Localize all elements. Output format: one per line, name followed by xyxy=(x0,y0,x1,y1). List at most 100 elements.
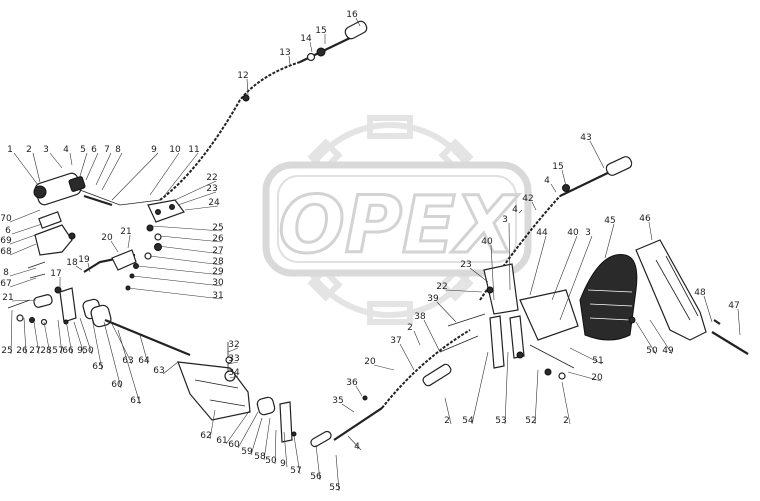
callout-b64: 64 xyxy=(138,334,150,366)
lower-cable-assembly xyxy=(333,313,486,441)
callout-number: 16 xyxy=(346,10,358,20)
callout-leader-line xyxy=(263,417,271,461)
callout-l21: 21 xyxy=(2,293,37,303)
callout-r4b: 4 xyxy=(544,176,557,193)
callout-number: 42 xyxy=(522,194,533,204)
callout-number: 3 xyxy=(43,145,49,155)
callout-leader-line xyxy=(57,319,63,355)
callout-m58: 58 xyxy=(254,417,271,462)
callout-m9: 9 xyxy=(280,431,288,469)
callout-leader-line xyxy=(73,321,85,355)
callout-number: 65 xyxy=(92,362,103,372)
callout-b60: 60 xyxy=(103,321,123,390)
callout-l67: 67 xyxy=(0,277,37,289)
callout-b9: 9 xyxy=(73,321,85,356)
callout-leader-line xyxy=(33,321,40,355)
callout-leader-line xyxy=(445,289,483,293)
callout-leader-line xyxy=(227,347,239,353)
callout-leader-line xyxy=(423,319,441,353)
callout-number: 27 xyxy=(29,346,40,356)
callout-r45: 45 xyxy=(604,216,616,259)
callout-m39: 39 xyxy=(427,294,457,323)
callout-number: 43 xyxy=(580,133,591,143)
callout-leader-line xyxy=(65,319,73,355)
callout-number: 30 xyxy=(212,278,224,288)
callout-r3: 3 xyxy=(502,215,511,291)
callout-number: 10 xyxy=(169,145,181,155)
callout-number: 2 xyxy=(407,323,413,333)
callout-number: 63 xyxy=(122,356,133,366)
callout-r47: 47 xyxy=(728,301,741,336)
callout-number: 34 xyxy=(228,368,240,378)
callout-leader-line xyxy=(132,275,223,287)
callout-number: 4 xyxy=(63,145,69,155)
callout-leader-line xyxy=(559,235,593,321)
callout-number: 33 xyxy=(228,354,239,364)
callout-number: 4 xyxy=(512,205,518,215)
callout-number: 50 xyxy=(82,346,94,356)
callout-leader-line xyxy=(164,152,199,196)
callout-r53: 53 xyxy=(495,351,509,426)
callout-leader-line xyxy=(518,209,523,214)
fastener-stack-25-31 xyxy=(125,224,162,291)
callout-m22: 22 xyxy=(436,282,483,293)
callout-leader-line xyxy=(151,225,223,232)
callout-r44: 44 xyxy=(529,228,548,296)
callout-m2: 2 xyxy=(407,323,421,346)
callout-b63: 63 xyxy=(109,319,134,366)
callout-r3b: 3 xyxy=(559,228,593,321)
callout-top-12: 12 xyxy=(237,71,249,96)
callout-leader-line xyxy=(9,277,37,288)
callout-l8b: 8 xyxy=(3,267,37,278)
callout-b28: 28 xyxy=(40,321,52,356)
callout-r48: 48 xyxy=(694,288,713,323)
callout-number: 32 xyxy=(228,340,239,350)
callout-leader-line xyxy=(550,183,557,193)
callout-leader-line xyxy=(117,329,141,405)
callout-r40b: 40 xyxy=(551,228,579,301)
callout-leader-line xyxy=(79,152,88,177)
callout-l22: 22 xyxy=(174,173,218,201)
callout-number: 2 xyxy=(26,145,32,155)
callout-number: 22 xyxy=(206,173,217,183)
callout-top-14: 14 xyxy=(300,34,313,53)
callout-number: 63 xyxy=(153,366,164,376)
callout-number: 51 xyxy=(592,356,603,366)
callout-leader-line xyxy=(567,371,602,382)
watermark-frame xyxy=(262,161,532,277)
callout-r51: 51 xyxy=(569,347,604,366)
callout-number: 50 xyxy=(265,456,277,466)
callout-leader-line xyxy=(225,409,251,445)
callout-leader-line xyxy=(162,361,179,375)
callout-top-16: 16 xyxy=(346,10,361,27)
callout-r50: 50 xyxy=(635,321,658,356)
callout-l68: 68 xyxy=(0,243,37,257)
callout-r42: 42 xyxy=(522,194,537,211)
callout-number: 49 xyxy=(662,346,674,356)
callout-m50: 50 xyxy=(265,429,277,466)
callout-leader-line xyxy=(604,223,615,259)
callout-leader-line xyxy=(413,330,421,346)
callout-number: 61 xyxy=(216,436,227,446)
callout-m60: 60 xyxy=(228,411,259,450)
callout-m56: 56 xyxy=(310,444,322,482)
callout-m33: 33 xyxy=(227,354,240,365)
callout-leader-line xyxy=(469,267,489,283)
callout-leader-line xyxy=(13,152,39,186)
callout-number: 20 xyxy=(101,233,113,243)
callout-leader-line xyxy=(229,375,239,379)
callout-leader-line xyxy=(11,299,37,302)
callout-number: 11 xyxy=(188,145,199,155)
callout-number: 15 xyxy=(315,26,326,36)
callout-leader-line xyxy=(209,409,216,440)
callout-leader-line xyxy=(648,221,653,241)
callout-l31: 31 xyxy=(127,287,224,301)
callout-number: 45 xyxy=(604,216,615,226)
callout-number: 18 xyxy=(66,258,78,268)
callout-number: 60 xyxy=(228,440,240,450)
callout-leader-line xyxy=(101,152,123,191)
callout-leader-line xyxy=(347,435,362,451)
callout-number: 55 xyxy=(329,483,340,493)
